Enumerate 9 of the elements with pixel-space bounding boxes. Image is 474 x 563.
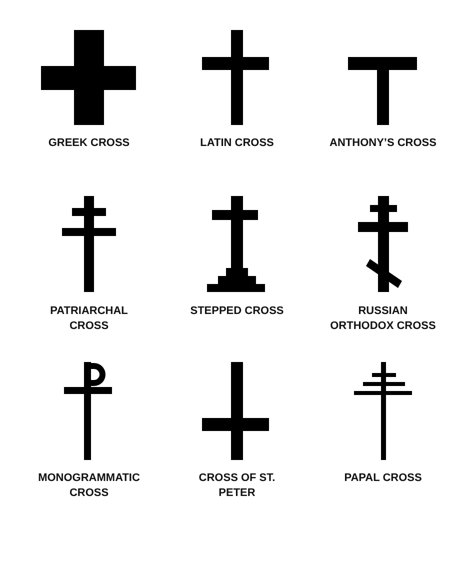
cross-name: PAPAL CROSS	[343, 471, 423, 486]
cross-name: RUSSIAN ORTHODOX CROSS	[329, 304, 437, 334]
cross-name: ANTHONY’S CROSS	[328, 136, 438, 151]
cross-name: CROSS OF ST. PETER	[198, 471, 276, 501]
cross-name: MONOGRAMMATIC CROSS	[37, 471, 141, 501]
cross-name: STEPPED CROSS	[189, 304, 285, 319]
cross-name: GREEK CROSS	[47, 136, 131, 151]
cross-name: LATIN CROSS	[199, 136, 275, 151]
cross-name: PATRIARCHAL CROSS	[49, 304, 129, 334]
